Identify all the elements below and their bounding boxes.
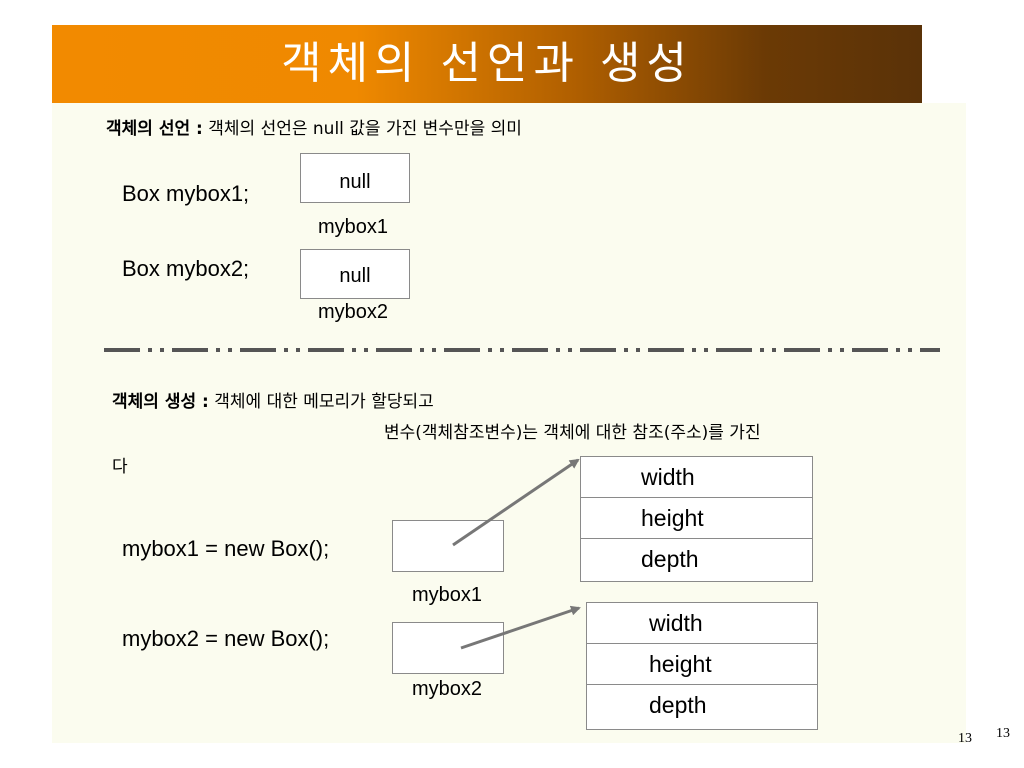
declaration-heading-text: 객체의 선언은 null 값을 가진 변수만을 의미 — [202, 119, 522, 139]
declaration-statement-2: Box mybox2; — [122, 256, 250, 281]
creation-heading-bold: 객체의 생성 : — [112, 392, 209, 412]
mybox2-null-box: null — [300, 249, 410, 299]
creation-statement-1: mybox1 = new Box(); — [122, 536, 330, 561]
slide-title: 객체의 선언과 생성 — [281, 38, 693, 89]
declaration-statement-1: Box mybox1; — [122, 181, 250, 206]
mybox2-null-value: null — [339, 265, 371, 287]
mybox2-reference-box — [392, 622, 504, 674]
object2-field-height: height — [587, 644, 817, 685]
reference-arrow-2 — [460, 605, 581, 650]
creation-heading-text: 객체에 대한 메모리가 할당되고 — [208, 392, 434, 412]
page-number-inner: 13 — [958, 731, 972, 746]
mybox1-reference-box — [392, 520, 504, 572]
object2-field-width: width — [587, 603, 817, 644]
declaration-heading-bold: 객체의 선언 : — [106, 119, 203, 139]
object1-field-height: height — [581, 498, 812, 539]
object1-field-width: width — [581, 457, 812, 498]
mybox1-null-value: null — [339, 171, 371, 193]
object2-field-depth: depth — [649, 692, 707, 718]
box-object-1: width height depth — [580, 456, 813, 582]
mybox1-reference-label: mybox1 — [412, 584, 483, 606]
creation-heading: 객체의 생성 : 객체에 대한 메모리가 할당되고 — [112, 387, 434, 412]
box-object-2: width height depth — [586, 602, 818, 730]
creation-description-continuation: 다 — [112, 457, 128, 477]
object1-field-depth: depth — [641, 546, 699, 572]
mybox1-null-box: null — [300, 153, 410, 203]
title-bar: 객체의 선언과 생성 — [52, 25, 922, 103]
mybox2-reference-label: mybox2 — [412, 678, 483, 700]
declaration-heading: 객체의 선언 : 객체의 선언은 null 값을 가진 변수만을 의미 — [106, 114, 522, 139]
reference-arrow-1 — [452, 458, 580, 547]
creation-description-line: 변수(객체참조변수)는 객체에 대한 참조(주소)를 가진 — [384, 423, 761, 443]
mybox2-label: mybox2 — [318, 301, 389, 323]
creation-statement-2: mybox2 = new Box(); — [122, 626, 330, 651]
mybox1-label: mybox1 — [318, 216, 389, 238]
page-number-outer: 13 — [996, 726, 1010, 741]
